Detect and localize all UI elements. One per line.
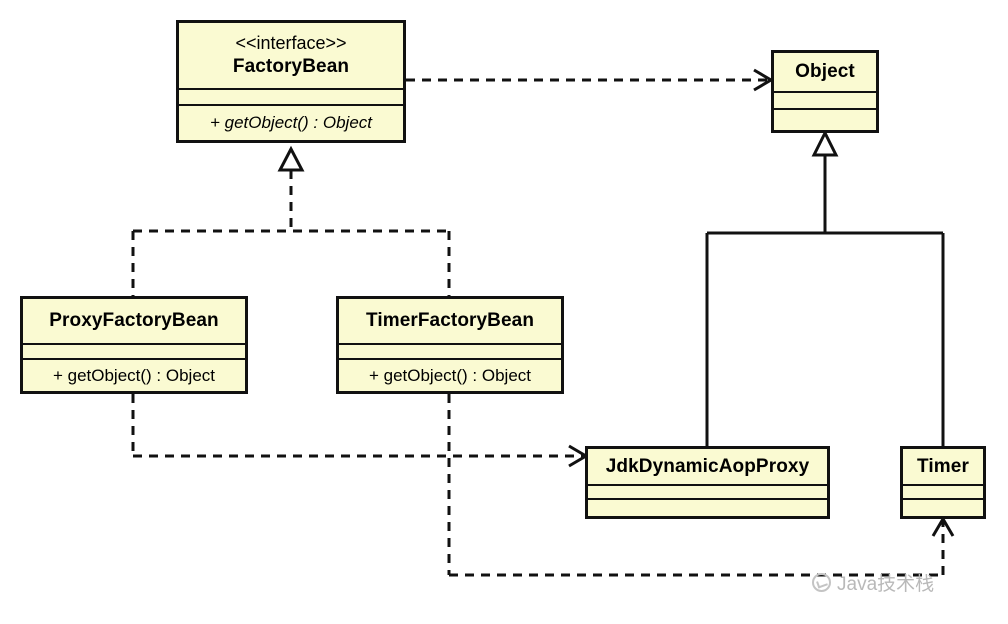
class-header-proxyfactorybean: ProxyFactoryBean (23, 299, 245, 345)
class-attributes-proxyfactorybean (23, 345, 245, 360)
method-getobject-factorybean: + getObject() : Object (209, 112, 373, 132)
class-header-object: Object (774, 53, 876, 93)
class-box-object[interactable]: Object (771, 50, 879, 133)
edge-generalization-object (705, 129, 945, 447)
class-box-proxyfactorybean[interactable]: ProxyFactoryBean + getObject() : Object (20, 296, 248, 394)
class-attributes-factorybean (179, 90, 403, 106)
class-attributes-jdkdynamicaopproxy (588, 486, 827, 500)
class-methods-timer (903, 500, 983, 516)
watermark-text: Java技术栈 (837, 574, 935, 595)
class-box-timerfactorybean[interactable]: TimerFactoryBean + getObject() : Object (336, 296, 564, 394)
class-methods-jdkdynamicaopproxy (588, 500, 827, 516)
class-header-jdkdynamicaopproxy: JdkDynamicAopProxy (588, 449, 827, 486)
class-name-factorybean: FactoryBean (232, 56, 350, 77)
edge-realization-factorybean (131, 145, 451, 296)
class-attributes-object (774, 93, 876, 110)
watermark-logo-icon (812, 573, 831, 592)
class-stereotype-factorybean: <<interface>> (235, 33, 347, 53)
method-getobject-proxyfactorybean: + getObject() : Object (52, 365, 216, 385)
edge-timerfactorybean-to-timer (447, 394, 955, 577)
method-getobject-timerfactorybean: + getObject() : Object (368, 365, 532, 385)
class-methods-factorybean: + getObject() : Object (179, 106, 403, 139)
class-header-factorybean: <<interface>> FactoryBean (179, 23, 403, 90)
class-name-jdkdynamicaopproxy: JdkDynamicAopProxy (605, 455, 810, 477)
class-name-timer: Timer (917, 455, 969, 477)
class-header-timer: Timer (903, 449, 983, 486)
class-attributes-timer (903, 486, 983, 500)
class-attributes-timerfactorybean (339, 345, 561, 360)
class-box-timer[interactable]: Timer (900, 446, 986, 519)
class-header-timerfactorybean: TimerFactoryBean (339, 299, 561, 345)
watermark: Java技术栈 (812, 569, 934, 596)
class-box-jdkdynamicaopproxy[interactable]: JdkDynamicAopProxy (585, 446, 830, 519)
edge-proxyfactorybean-to-jdkdynamicaopproxy (131, 394, 589, 468)
class-methods-timerfactorybean: + getObject() : Object (339, 360, 561, 391)
class-methods-proxyfactorybean: + getObject() : Object (23, 360, 245, 391)
class-methods-object (774, 110, 876, 130)
edge-factorybean-to-object (406, 68, 774, 92)
class-box-factorybean[interactable]: <<interface>> FactoryBean + getObject() … (176, 20, 406, 143)
class-name-object: Object (795, 61, 855, 82)
class-name-timerfactorybean: TimerFactoryBean (365, 310, 535, 331)
class-name-proxyfactorybean: ProxyFactoryBean (49, 310, 219, 331)
